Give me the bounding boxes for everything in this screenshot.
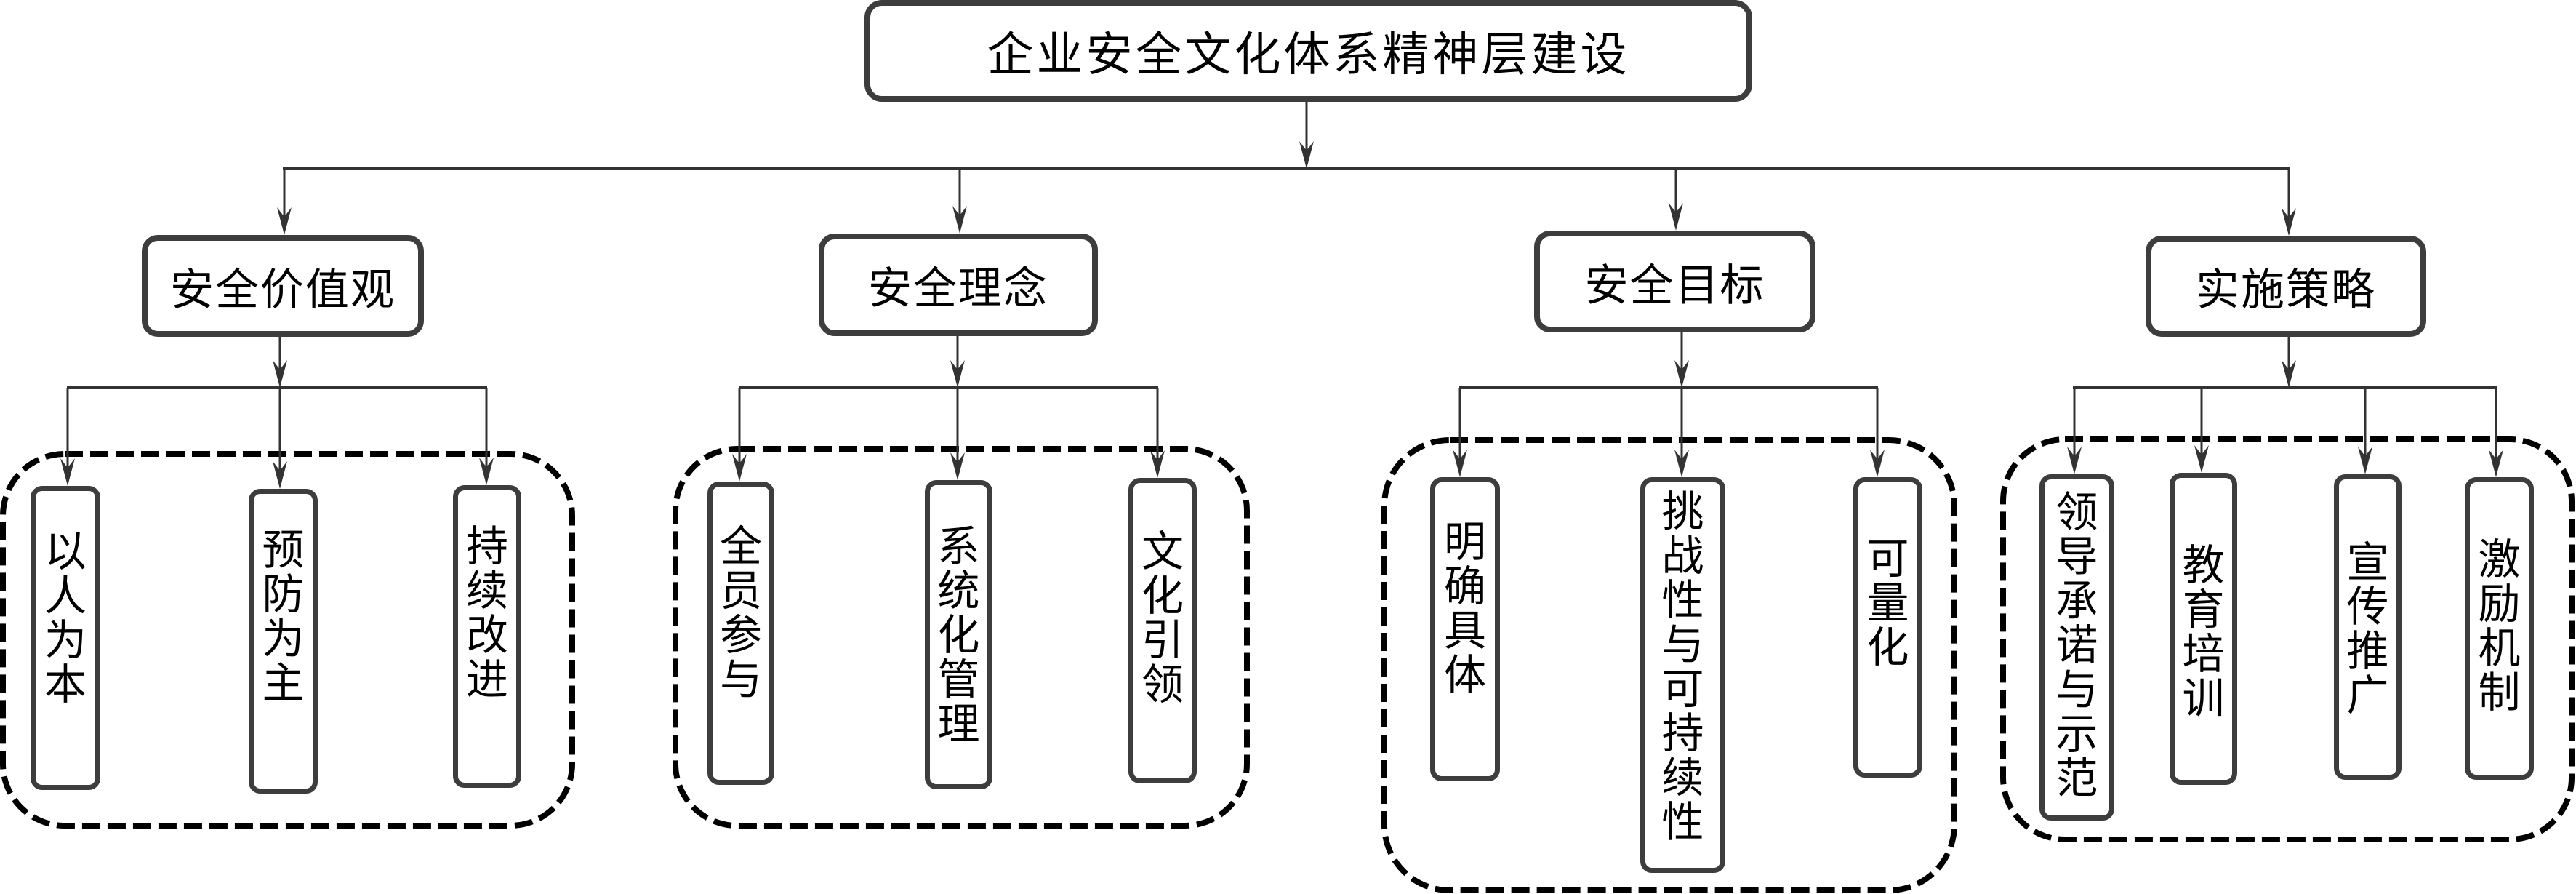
- arrowhead-icon: [1674, 450, 1689, 477]
- leaf-node-label: 教育培训: [2182, 540, 2225, 723]
- leaf-node-label: 可量化: [1866, 534, 1909, 672]
- root-node: 企业安全文化体系精神层建设: [864, 0, 1752, 102]
- arrowhead-icon: [1674, 360, 1689, 388]
- leaf-node: 挑战性与可持续性: [1640, 477, 1725, 873]
- arrowhead-icon: [950, 360, 965, 388]
- arrowhead-icon: [2282, 208, 2296, 236]
- arrowhead-icon: [2194, 445, 2209, 473]
- leaf-node-label: 宣传推广: [2346, 538, 2389, 720]
- leaf-node: 可量化: [1853, 477, 1922, 778]
- arrowhead-icon: [273, 360, 287, 388]
- branch-node-implementation-strategies: 实施策略: [2146, 236, 2426, 337]
- leaf-node-label: 预防为主: [262, 525, 305, 708]
- leaf-node: 预防为主: [249, 489, 318, 794]
- leaf-node: 全员参与: [707, 482, 774, 785]
- arrowhead-icon: [273, 461, 287, 489]
- root-node-label: 企业安全文化体系精神层建设: [987, 28, 1630, 82]
- leaf-node: 系统化管理: [925, 480, 992, 789]
- leaf-group-frame-concepts: [673, 446, 1250, 829]
- arrowhead-icon: [2067, 447, 2082, 474]
- arrowhead-icon: [277, 207, 292, 235]
- arrowhead-icon: [60, 458, 75, 486]
- arrowhead-icon: [1870, 450, 1885, 477]
- leaf-node: 明确具体: [1430, 477, 1500, 781]
- leaf-node-label: 以人为本: [44, 527, 87, 709]
- leaf-group-frame-values: [0, 451, 575, 829]
- branch-node-safety-concepts: 安全理念: [819, 234, 1098, 336]
- leaf-node-label: 明确具体: [1443, 517, 1487, 700]
- leaf-node-label: 持续改进: [465, 522, 509, 704]
- leaf-node-label: 文化引领: [1141, 527, 1184, 709]
- leaf-node: 文化引领: [1128, 478, 1197, 783]
- branch-node-label: 实施策略: [2196, 265, 2376, 316]
- branch-node-label: 安全价值观: [170, 264, 396, 316]
- arrowhead-icon: [2282, 360, 2296, 388]
- arrowhead-icon: [1453, 450, 1467, 477]
- arrowhead-icon: [2358, 447, 2372, 474]
- branch-node-label: 安全目标: [1584, 260, 1765, 311]
- leaf-group-frame-strategies: [2000, 436, 2575, 842]
- arrowhead-icon: [732, 454, 747, 482]
- branch-node-label: 安全理念: [868, 263, 1048, 314]
- leaf-node: 激励机制: [2465, 477, 2534, 780]
- leaf-node: 宣传推广: [2334, 474, 2402, 780]
- leaf-group-frame-goals: [1381, 437, 1957, 893]
- arrowhead-icon: [952, 206, 967, 234]
- leaf-node-label: 领导承诺与示范: [2055, 487, 2098, 803]
- leaf-node-label: 激励机制: [2478, 535, 2521, 717]
- arrowhead-icon: [1669, 203, 1683, 231]
- arrowhead-icon: [1299, 141, 1314, 169]
- arrowhead-icon: [950, 452, 965, 480]
- leaf-node-label: 全员参与: [719, 522, 763, 704]
- arrowhead-icon: [2489, 450, 2503, 477]
- arrowhead-icon: [479, 458, 494, 485]
- branch-node-safety-values: 安全价值观: [142, 235, 424, 337]
- leaf-node-label: 系统化管理: [937, 522, 980, 749]
- arrowhead-icon: [1150, 450, 1165, 478]
- leaf-node: 持续改进: [453, 485, 521, 788]
- leaf-node: 领导承诺与示范: [2039, 474, 2114, 821]
- leaf-node: 教育培训: [2170, 473, 2237, 785]
- leaf-node-label: 挑战性与可持续性: [1661, 487, 1704, 847]
- branch-node-safety-goals: 安全目标: [1534, 231, 1815, 332]
- leaf-node: 以人为本: [31, 486, 100, 790]
